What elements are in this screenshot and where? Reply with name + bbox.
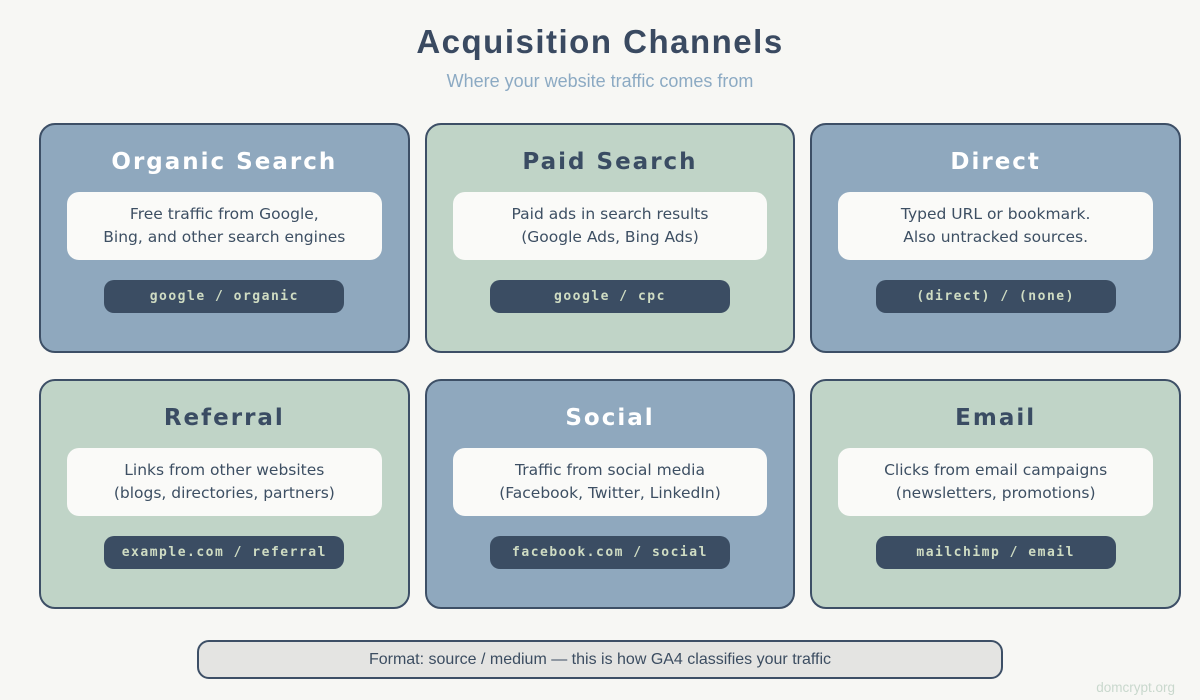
channel-card-direct: Direct Typed URL or bookmark. Also untra… — [810, 123, 1181, 353]
channel-card-email: Email Clicks from email campaigns (newsl… — [810, 379, 1181, 609]
page-subtitle: Where your website traffic comes from — [446, 71, 754, 91]
card-description-line1: Links from other websites — [124, 461, 325, 479]
page-title: Acquisition Channels — [416, 23, 784, 60]
card-description-line2: (Facebook, Twitter, LinkedIn) — [499, 484, 721, 502]
source-medium-badge: (direct) / (none) — [875, 280, 1116, 313]
source-medium-badge: google / organic — [104, 280, 345, 313]
card-description-line1: Typed URL or bookmark. — [900, 205, 1091, 223]
channel-card-referral: Referral Links from other websites (blog… — [39, 379, 410, 609]
card-description-box: Free traffic from Google, Bing, and othe… — [67, 192, 382, 260]
card-title: Paid Search — [522, 149, 698, 175]
card-description-line2: (newsletters, promotions) — [895, 484, 1096, 502]
card-description-line2: Also untracked sources. — [903, 228, 1089, 246]
card-description-line2: (blogs, directories, partners) — [113, 484, 335, 502]
card-description-line1: Clicks from email campaigns — [884, 461, 1108, 479]
card-description-box: Links from other websites (blogs, direct… — [67, 448, 382, 516]
card-description-line1: Paid ads in search results — [511, 205, 709, 223]
watermark: domcrypt.org — [1096, 680, 1175, 695]
card-title: Social — [565, 405, 655, 431]
card-description-box: Traffic from social media (Facebook, Twi… — [452, 448, 768, 516]
card-description-line1: Traffic from social media — [515, 461, 705, 479]
source-medium-badge: google / cpc — [489, 280, 730, 313]
page-header: Acquisition Channels Where your website … — [0, 0, 1200, 93]
source-medium-badge: facebook.com / social — [489, 536, 730, 569]
card-description-box: Typed URL or bookmark. Also untracked so… — [838, 192, 1153, 260]
source-medium-badge: mailchimp / email — [875, 536, 1116, 569]
card-description-box: Clicks from email campaigns (newsletters… — [838, 448, 1153, 516]
card-title: Email — [955, 405, 1037, 431]
card-title: Organic Search — [111, 149, 338, 175]
format-note-pill: Format: source / medium — this is how GA… — [197, 640, 1003, 679]
channel-card-social: Social Traffic from social media (Facebo… — [424, 379, 796, 609]
card-description-line2: (Google Ads, Bing Ads) — [521, 228, 699, 246]
card-description-line1: Free traffic from Google, — [129, 205, 319, 223]
card-title: Referral — [163, 405, 285, 431]
channel-card-organic-search: Organic Search Free traffic from Google,… — [39, 123, 410, 353]
card-description-box: Paid ads in search results (Google Ads, … — [452, 192, 768, 260]
card-title: Direct — [950, 149, 1041, 175]
channels-grid: Organic Search Free traffic from Google,… — [39, 123, 1181, 609]
card-description-line2: Bing, and other search engines — [103, 228, 346, 246]
format-note-text: Format: source / medium — this is how GA… — [368, 650, 832, 668]
source-medium-badge: example.com / referral — [104, 536, 345, 569]
channel-card-paid-search: Paid Search Paid ads in search results (… — [424, 123, 796, 353]
